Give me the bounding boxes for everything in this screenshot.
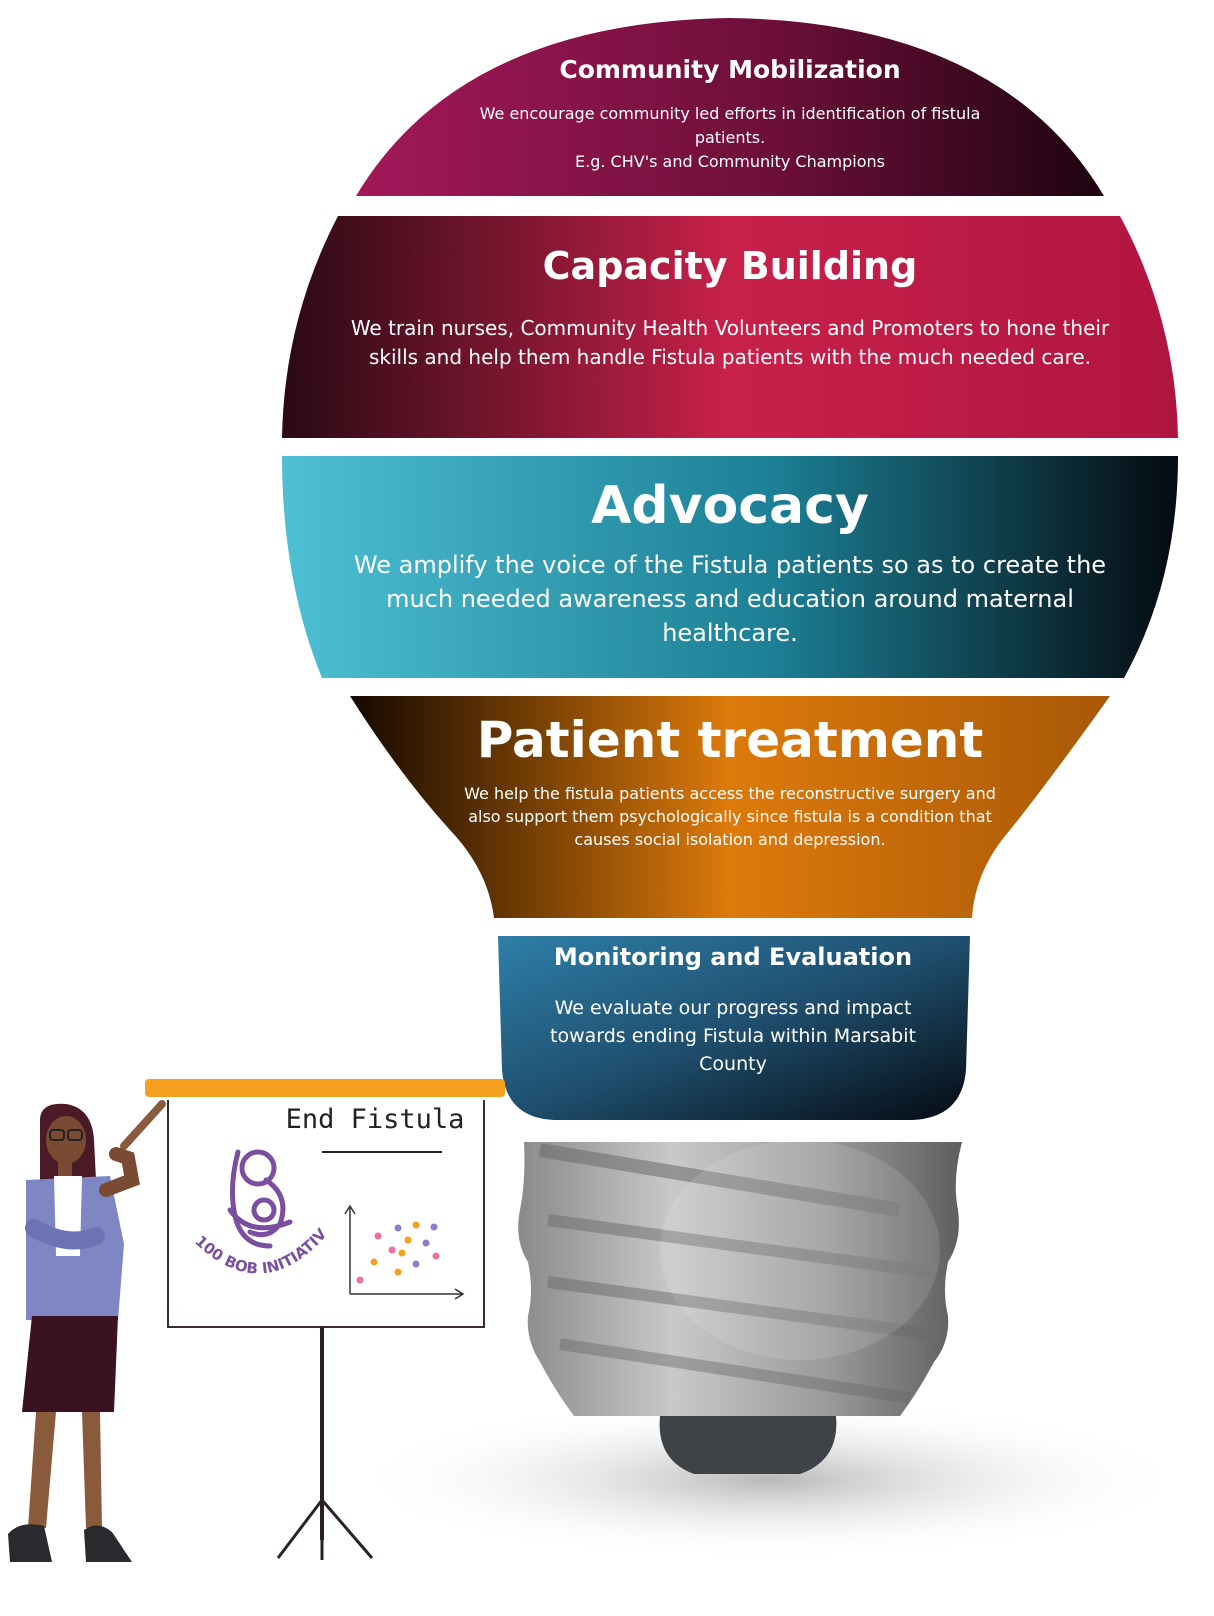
advocacy-title: Advocacy	[591, 476, 869, 536]
monitoring-band	[498, 936, 970, 1120]
bulb-screw-base	[518, 1140, 962, 1474]
board-title: End Fistula	[285, 1104, 465, 1135]
presenter-person	[8, 1100, 166, 1562]
capacity-band	[282, 216, 1178, 438]
flipchart-board	[145, 1079, 505, 1560]
monitoring-body: We evaluate our progress and impact towa…	[550, 997, 916, 1075]
treatment-title: Patient treatment	[476, 711, 984, 769]
community-body: We encourage community led efforts in id…	[479, 104, 981, 147]
scatter-chart-icon	[344, 1204, 465, 1300]
advocacy-body: We amplify the voice of the Fistula pati…	[353, 551, 1107, 647]
advocacy-band	[282, 456, 1178, 678]
capacity-title: Capacity Building	[542, 244, 918, 288]
board-top-bar	[145, 1079, 505, 1097]
monitoring-title: Monitoring and Evaluation	[553, 943, 913, 971]
community-text-block: Community Mobilization We encourage comm…	[440, 54, 1020, 174]
community-example: E.g. CHV's and Community Champions	[575, 152, 885, 171]
capacity-body: We train nurses, Community Health Volunt…	[350, 316, 1110, 369]
treatment-band	[350, 696, 1110, 918]
advocacy-text-block: Advocacy We amplify the voice of the Fis…	[320, 474, 1140, 650]
treatment-body: We help the fistula patients access the …	[464, 784, 996, 849]
community-band	[356, 18, 1104, 196]
community-title: Community Mobilization	[559, 55, 901, 84]
treatment-text-block: Patient treatment We help the fistula pa…	[420, 708, 1040, 851]
monitoring-text-block: Monitoring and Evaluation We evaluate ou…	[500, 940, 966, 1078]
capacity-text-block: Capacity Building We train nurses, Commu…	[330, 242, 1130, 372]
mother-child-logo	[227, 1149, 293, 1249]
bulb-shadow	[350, 1400, 1190, 1560]
